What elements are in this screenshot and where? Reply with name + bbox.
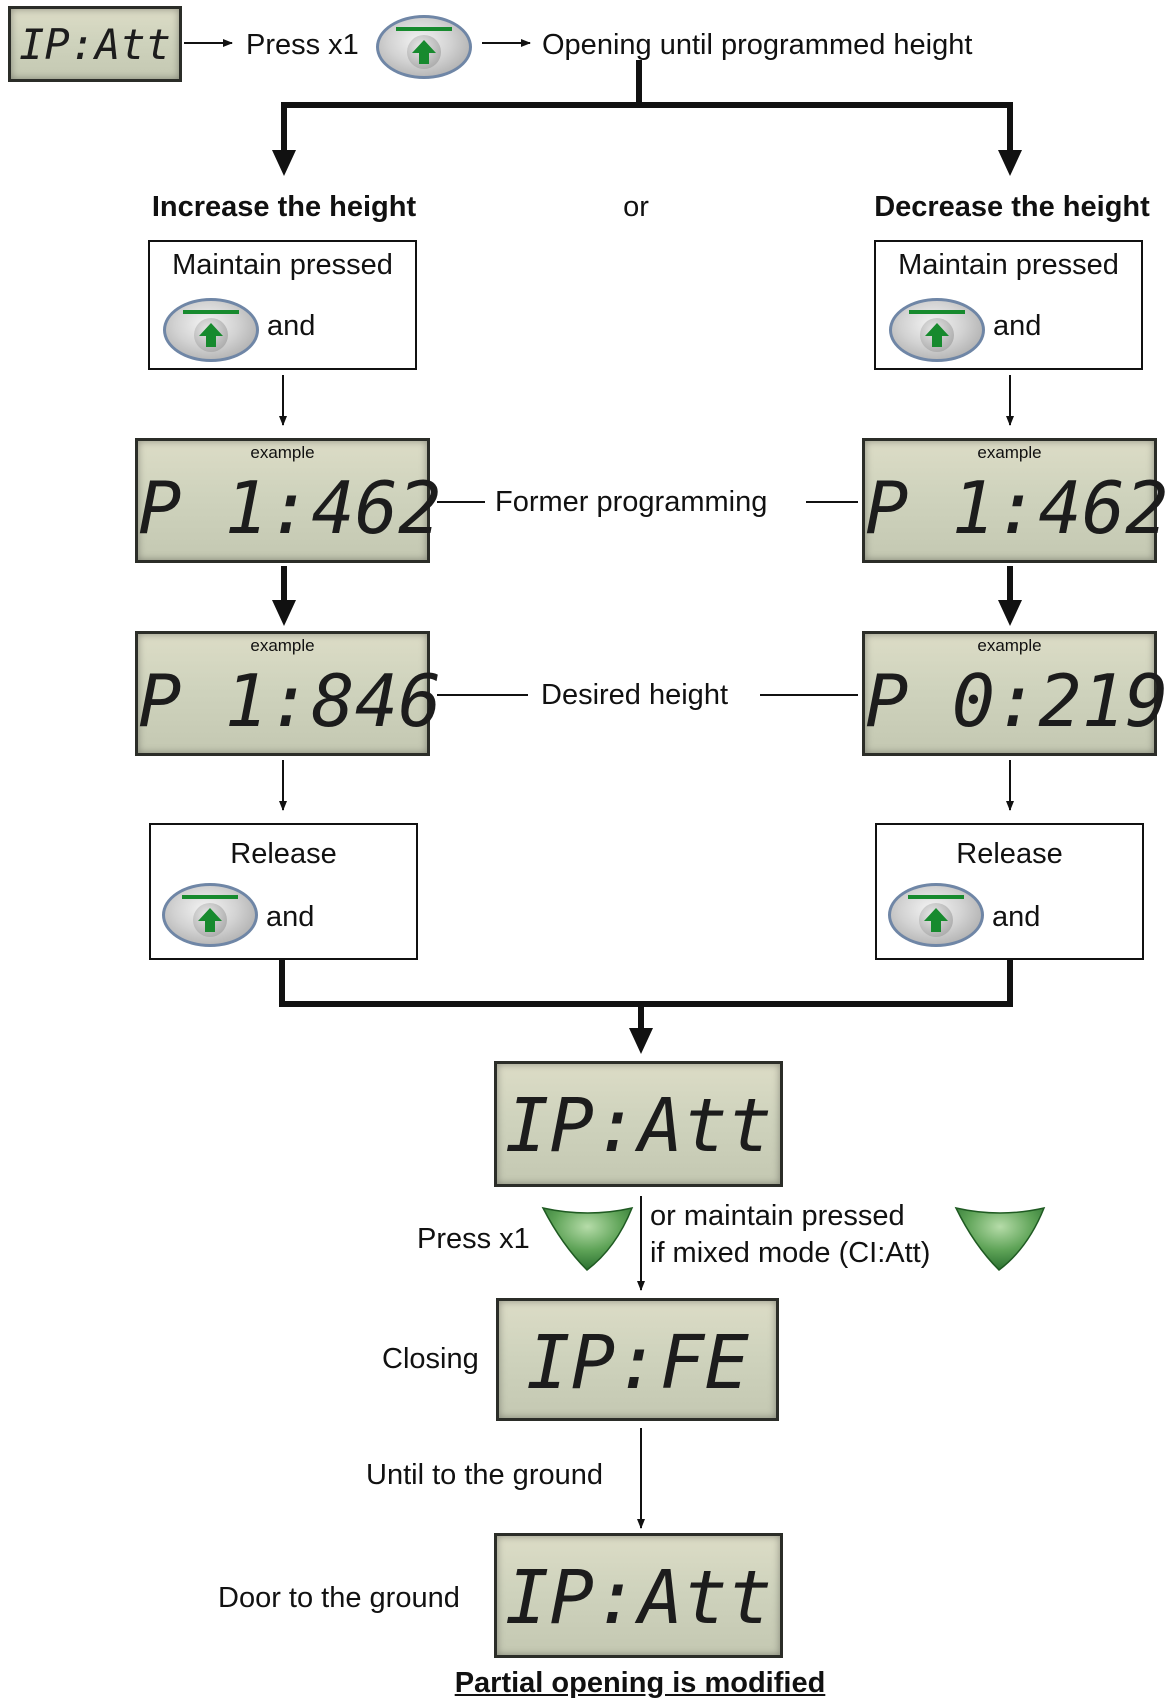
opening-label: Opening until programmed height — [542, 29, 973, 61]
down-triangle-icon — [954, 1206, 1046, 1271]
release-box-right: Release and — [875, 823, 1144, 960]
open-button-icon — [889, 298, 985, 362]
maintain-pressed-box-left: Maintain pressed and — [148, 240, 417, 370]
maintain-mixed-line1: or maintain pressed — [650, 1200, 905, 1232]
open-button-icon — [888, 883, 984, 947]
decrease-heading: Decrease the height — [874, 191, 1150, 223]
lcd-former-left: example P 1:462 — [135, 438, 441, 563]
open-button-icon — [163, 298, 259, 362]
press-x1-label: Press x1 — [246, 29, 359, 61]
down-triangle-icon — [541, 1206, 634, 1271]
former-programming-label: Former programming — [495, 486, 768, 518]
lcd-display-ipatt: IP:Att — [8, 6, 182, 82]
lcd-desired-left: example P 1:846 — [135, 631, 441, 756]
result-title: Partial opening is modified — [454, 1667, 826, 1699]
or-label: or — [623, 191, 649, 223]
lcd-former-right: example P 1:462 — [862, 438, 1168, 563]
open-button-icon — [376, 15, 472, 79]
maintain-mixed-line2: if mixed mode (CI:Att) — [650, 1237, 931, 1269]
open-button-icon — [162, 883, 258, 947]
lcd-ipatt-final: IP:Att — [494, 1533, 783, 1658]
release-box-left: Release and — [149, 823, 418, 960]
increase-heading: Increase the height — [151, 191, 417, 223]
lcd-desired-right: example P 0:219 — [862, 631, 1168, 756]
until-ground-label: Until to the ground — [366, 1459, 603, 1491]
lcd-ipatt-middle: IP:Att — [494, 1061, 783, 1187]
closing-label: Closing — [382, 1343, 479, 1375]
lcd-ipfe: IP:FE — [496, 1298, 779, 1421]
press-x1-down-label: Press x1 — [417, 1223, 530, 1255]
desired-height-label: Desired height — [541, 679, 728, 711]
maintain-pressed-box-right: Maintain pressed and — [874, 240, 1143, 370]
door-ground-label: Door to the ground — [218, 1582, 460, 1614]
